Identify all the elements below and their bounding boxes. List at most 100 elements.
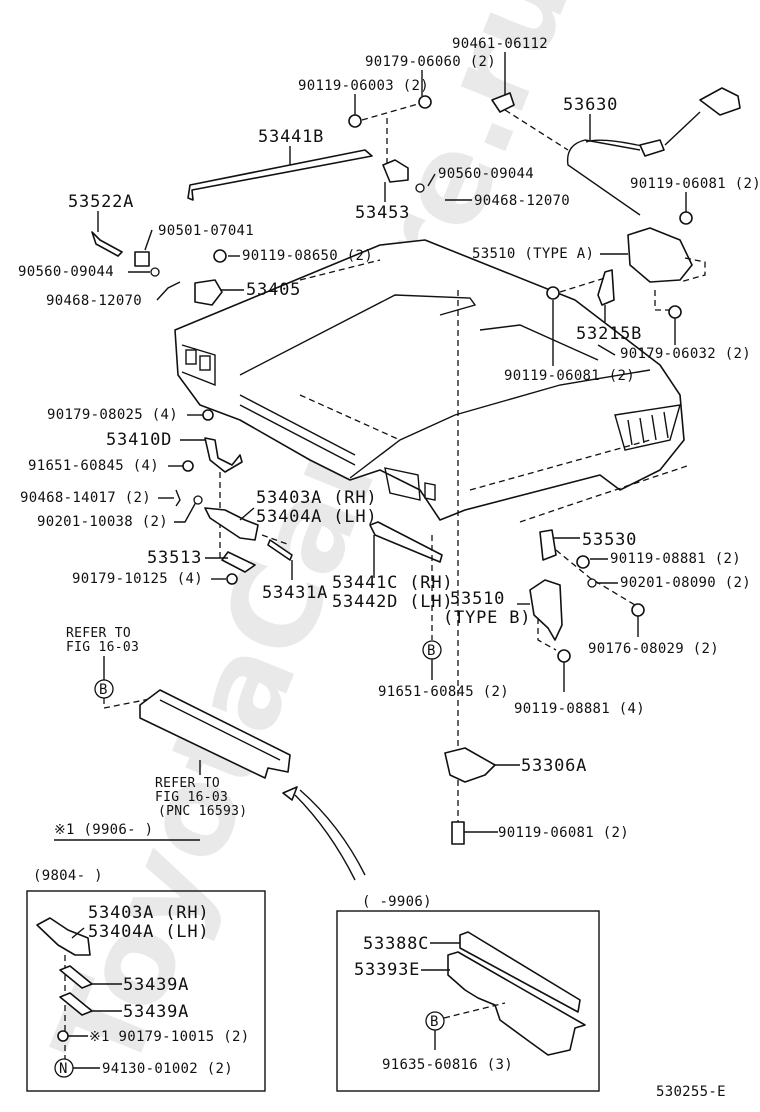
callout-90468-12070-left: 90468-12070 <box>46 293 142 309</box>
nut-icon <box>57 1030 69 1042</box>
inset-right-box <box>336 910 600 1092</box>
callout-53441C: 53441C (RH) <box>332 573 453 593</box>
callout-53513: 53513 <box>147 548 202 568</box>
support-seal-53388c <box>459 931 581 1013</box>
spring-icon <box>134 251 150 267</box>
hinge-pin <box>267 539 293 561</box>
hood-hinge-inset <box>36 917 91 956</box>
bolt-icon <box>576 555 590 569</box>
striker-plate <box>539 529 557 561</box>
callout-90179-06060: 90179-06060 (2) <box>365 54 496 70</box>
inset-right-53388C: 53388C <box>363 934 429 954</box>
hood-lock-type-b <box>529 579 563 641</box>
callout-53215B: 53215B <box>576 324 642 344</box>
nut-icon <box>202 409 214 421</box>
support-53393e <box>447 951 586 1056</box>
bolt-icon <box>557 649 571 663</box>
callout-90201-10038: 90201-10038 (2) <box>37 514 168 530</box>
callout-90201-08090: 90201-08090 (2) <box>620 575 751 591</box>
callout-53306A: 53306A <box>521 756 587 776</box>
cable-clamp <box>491 92 515 113</box>
callout-90119-06081-bot: 90119-06081 (2) <box>498 825 629 841</box>
callout-90119-08650: 90119-08650 (2) <box>242 248 373 264</box>
release-handle <box>699 87 741 116</box>
callout-90468-12070-mid: 90468-12070 <box>474 193 570 209</box>
refer-note-top-2: FIG 16-03 <box>66 640 139 655</box>
callout-53410D: 53410D <box>106 430 172 450</box>
note-x1-range: ※1 (9906- ) <box>54 822 153 838</box>
hood-panel <box>174 239 685 521</box>
callout-53453: 53453 <box>355 203 410 223</box>
callout-53510-type-b-2: (TYPE B) <box>443 608 531 628</box>
nut-icon <box>631 603 645 617</box>
marker-n-label: N <box>59 1061 68 1077</box>
refer-note-bottom-2: FIG 16-03 <box>155 790 228 805</box>
inset-left-range: (9804- ) <box>33 868 103 884</box>
callout-91651-60845-left: 91651-60845 (4) <box>28 458 159 474</box>
inset-right-53393E: 53393E <box>354 960 420 980</box>
callout-53510-type-b-1: 53510 <box>450 589 505 609</box>
lock-support-bracket <box>444 747 496 783</box>
bolt-icon <box>348 114 362 128</box>
callout-90468-14017: 90468-14017 (2) <box>20 490 151 506</box>
callout-53442D: 53442D (LH) <box>332 592 453 612</box>
hood-lock-bracket <box>194 279 223 306</box>
hinge-bracket <box>204 437 243 473</box>
callout-90501-07041: 90501-07041 <box>158 223 254 239</box>
inset-left-90179-10015: ※1 90179-10015 (2) <box>89 1029 249 1045</box>
inset-left-53439A-2: 53439A <box>123 1002 189 1022</box>
callout-90176-08029: 90176-08029 (2) <box>588 641 719 657</box>
refer-note-bottom-3: (PNC 16593) <box>158 804 247 819</box>
bolt-icon <box>546 286 560 300</box>
callout-90119-08881-a: 90119-08881 (2) <box>610 551 741 567</box>
nut-icon <box>226 573 238 585</box>
bolt-icon <box>213 249 227 263</box>
inset-left-53404A: 53404A (LH) <box>88 922 209 942</box>
hood-support-rod <box>187 149 373 201</box>
callout-90119-06081-top: 90119-06081 (2) <box>630 176 760 192</box>
callout-53431A: 53431A <box>262 583 328 603</box>
arrow <box>294 794 356 881</box>
callout-53630: 53630 <box>563 95 618 115</box>
callout-90461-06112: 90461-06112 <box>452 36 548 52</box>
lock-bracket-53215b <box>597 269 615 306</box>
callout-90119-06081-hood: 90119-06081 (2) <box>504 368 635 384</box>
callout-53530: 53530 <box>582 530 637 550</box>
inset-left-94130-01002: 94130-01002 (2) <box>102 1061 233 1077</box>
inset-left-box <box>26 890 266 1092</box>
clip-icon <box>182 460 194 472</box>
callout-91651-60845-mid: 91651-60845 (2) <box>378 684 509 700</box>
hood-hinge <box>204 507 259 541</box>
callout-90560-09044-mid: 90560-09044 <box>438 166 534 182</box>
marker-b-left-label: B <box>99 682 108 698</box>
callout-53403A: 53403A (RH) <box>256 488 377 508</box>
nut-icon <box>668 305 682 319</box>
refer-note-top-1: REFER TO <box>66 626 131 641</box>
inset-right-91635-60816: 91635-60816 (3) <box>382 1057 513 1073</box>
callout-53522A: 53522A <box>68 192 134 212</box>
callout-53405: 53405 <box>246 280 301 300</box>
callout-53441B: 53441B <box>258 127 324 147</box>
marker-b-inset-label: B <box>430 1014 439 1030</box>
rod-holder <box>382 159 409 183</box>
callout-90179-06032: 90179-06032 (2) <box>620 346 751 362</box>
marker-b-label: B <box>427 643 436 659</box>
bolt-icon <box>451 821 465 845</box>
callout-90179-08025: 90179-08025 (4) <box>47 407 178 423</box>
inset-right-range: ( -9906) <box>362 894 432 910</box>
figure-code: 530255-E <box>656 1084 726 1100</box>
callout-90119-06003: 90119-06003 (2) <box>298 78 429 94</box>
bolt-icon <box>679 211 693 225</box>
refer-note-bottom-1: REFER TO <box>155 776 220 791</box>
hood-release-cable <box>566 139 641 216</box>
hood-prop-bolt <box>91 231 123 257</box>
callout-90179-10125: 90179-10125 (4) <box>72 571 203 587</box>
callout-90119-08881-b: 90119-08881 (4) <box>514 701 645 717</box>
nut-icon <box>418 95 432 109</box>
callout-53510-type-a: 53510 (TYPE A) <box>472 246 594 262</box>
callout-90560-09044-left: 90560-09044 <box>18 264 114 280</box>
callout-53404A: 53404A (LH) <box>256 507 377 527</box>
hood-lock-assembly <box>627 227 693 283</box>
hood-lock-support <box>139 689 291 779</box>
